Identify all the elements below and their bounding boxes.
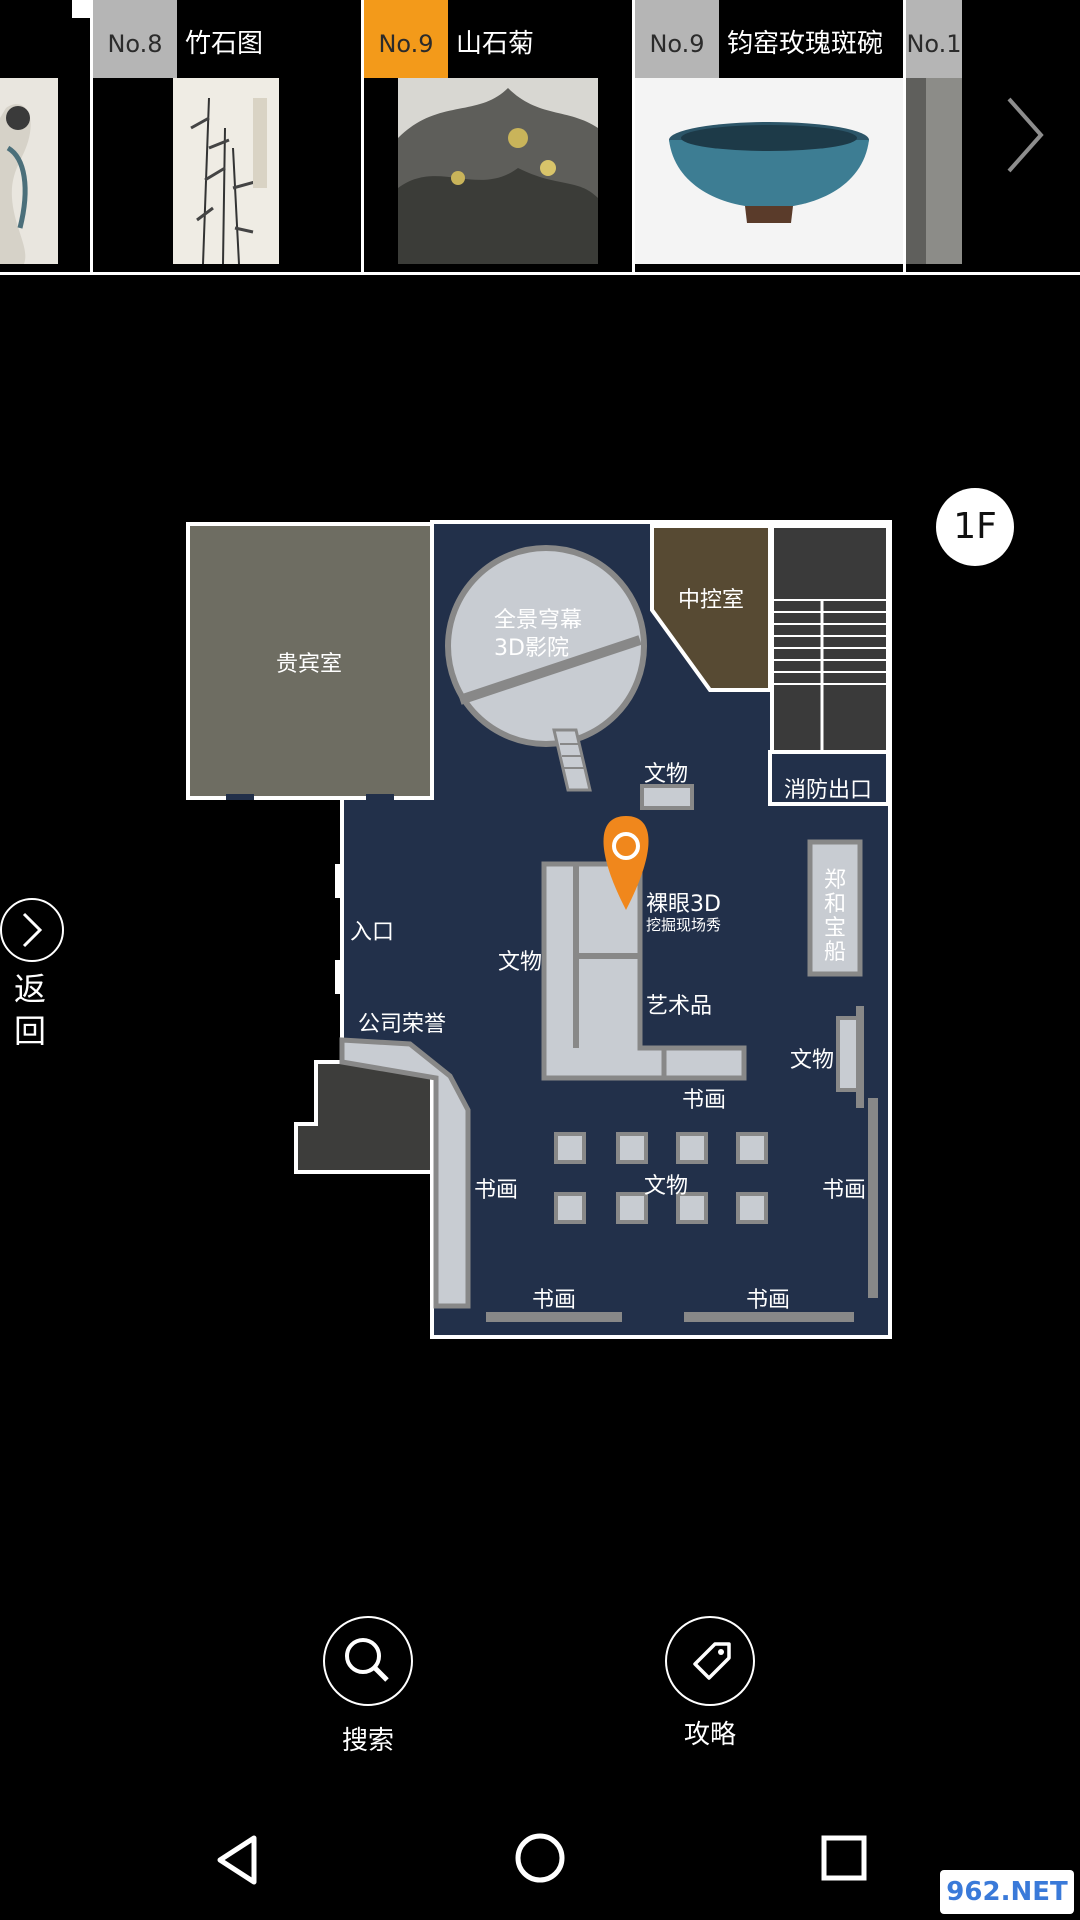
card-number: No.1 (906, 0, 962, 78)
room-label-painting-bottom-right: 书画 (746, 1288, 791, 1313)
card-separator (90, 0, 93, 272)
home-circle-icon[interactable] (512, 1830, 568, 1886)
card-separator (632, 0, 635, 272)
card-number: No.9 (635, 0, 719, 78)
card-number: No.8 (93, 0, 177, 78)
room-label-fire-exit: 消防出口 (784, 778, 873, 803)
fire-exit (768, 750, 890, 806)
room-label-zhenghe-4: 船 (824, 940, 847, 965)
back-triangle-icon[interactable] (212, 1832, 262, 1888)
floor-map[interactable] (0, 0, 1080, 1400)
carousel-card-3[interactable]: No.9 钧窑玫瑰斑碗 (635, 0, 903, 272)
card-number-active: No.9 (364, 0, 448, 78)
watermark-bottom: 962.NET (940, 1870, 1074, 1914)
carousel-card-4[interactable]: No.1 (906, 0, 1080, 272)
room-label-relic-left: 文物 (498, 950, 543, 975)
room-label-honor: 公司荣誉 (358, 1012, 447, 1037)
floor-selector-button[interactable]: 1F (936, 488, 1014, 566)
room-label-naked3d: 裸眼3D (646, 892, 721, 917)
room-label-painting-mid: 书画 (682, 1088, 727, 1113)
theater-dome (445, 545, 647, 747)
back-label[interactable]: 返回 (14, 970, 47, 1050)
carousel-bottom-border (0, 272, 1080, 275)
room-label-vip: 贵宾室 (276, 652, 343, 677)
zhenghe-case (807, 839, 863, 977)
artwork-carousel[interactable]: No.8 竹石图 No.9 山石菊 No.9 钧窑玫瑰斑碗 (0, 0, 1080, 275)
carousel-card-2[interactable]: No.9 山石菊 (364, 0, 632, 272)
room-label-theater-2: 3D影院 (494, 636, 569, 661)
guide-label: 攻略 (683, 1720, 736, 1750)
back-button[interactable] (0, 898, 64, 962)
room-label-painting-right: 书画 (822, 1178, 867, 1203)
tag-icon (693, 1642, 731, 1680)
artwork-thumb-bowl (635, 78, 903, 264)
card-separator (361, 0, 364, 272)
room-label-art: 艺术品 (646, 994, 713, 1019)
chevron-right-icon[interactable] (1005, 95, 1045, 175)
vip-room (186, 522, 434, 800)
artwork-thumb-landscape (398, 78, 598, 264)
guide-button[interactable]: 攻略 (654, 1616, 766, 1751)
artwork-thumb-partial (906, 78, 962, 264)
carousel-card-1[interactable]: No.8 竹石图 (93, 0, 361, 272)
room-label-theater-1: 全景穹幕 (494, 608, 583, 633)
card-title: 钧窑玫瑰斑碗 (727, 29, 884, 59)
carousel-card-partial-left[interactable] (0, 0, 72, 272)
room-label-zhenghe-1: 郑 (824, 868, 847, 893)
card-title: 山石菊 (456, 29, 535, 59)
search-icon (345, 1638, 389, 1682)
room-label-control: 中控室 (678, 588, 745, 613)
chevron-right-icon (22, 912, 43, 948)
control-room (650, 524, 772, 692)
search-button[interactable]: 搜索 (312, 1616, 424, 1757)
recents-square-icon[interactable] (818, 1832, 870, 1884)
stair-block (770, 524, 890, 756)
room-label-painting-left: 书画 (474, 1178, 519, 1203)
room-label-entrance: 入口 (350, 920, 395, 945)
artwork-thumb-bamboo (173, 78, 279, 264)
card-separator (903, 0, 906, 272)
artwork-thumb-figure (0, 78, 58, 264)
room-label-painting-bottom-left: 书画 (532, 1288, 577, 1313)
room-label-naked3d-sub: 挖掘现场秀 (646, 916, 722, 934)
system-nav-bar (0, 1800, 1080, 1920)
card-title: 竹石图 (185, 29, 264, 59)
room-label-zhenghe-3: 宝 (824, 916, 847, 941)
room-label-relic-center: 文物 (644, 1174, 689, 1199)
location-marker-icon (603, 816, 649, 910)
room-label-relic-top: 文物 (644, 762, 689, 787)
room-label-relic-right: 文物 (790, 1048, 835, 1073)
storage-block (294, 1060, 434, 1174)
search-label: 搜索 (341, 1726, 394, 1756)
room-label-zhenghe-2: 和 (824, 892, 847, 917)
